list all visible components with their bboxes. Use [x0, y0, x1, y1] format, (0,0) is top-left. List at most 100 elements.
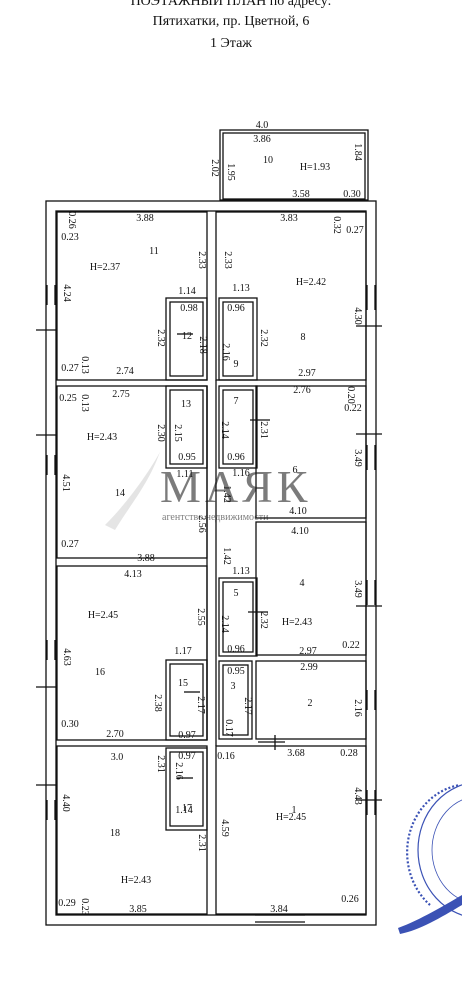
- plan-label: 2.16: [220, 343, 231, 361]
- plan-label: 7: [234, 396, 239, 407]
- plan-label: 4.10: [291, 526, 309, 537]
- plan-label: 2.97: [298, 368, 316, 379]
- plan-label: 2.02: [209, 159, 220, 177]
- plan-label: 2.18: [197, 336, 208, 354]
- plan-label: 0.32: [331, 216, 342, 234]
- floor-label: 1 Этаж: [210, 36, 252, 51]
- plan-label: H=2.42: [296, 277, 326, 288]
- plan-label: H=2.43: [87, 432, 117, 443]
- plan-label: 0.28: [340, 748, 358, 759]
- plan-label: 2: [308, 698, 313, 709]
- plan-label: 3.68: [287, 748, 305, 759]
- plan-label: 2.15: [172, 424, 183, 442]
- plan-label: 13: [181, 399, 191, 410]
- plan-label: 16: [95, 667, 105, 678]
- plan-label: 2.17: [195, 696, 206, 714]
- plan-label: 3.58: [292, 189, 310, 200]
- plan-label: 3.85: [129, 904, 147, 915]
- plan-label: 4.30: [352, 307, 363, 325]
- stamp-text-arc: [406, 783, 461, 906]
- plan-label: 2.16: [352, 699, 363, 717]
- plan-label: 14: [115, 488, 125, 499]
- plan-label: 1.13: [232, 283, 250, 294]
- plan-label: 4.24: [61, 284, 72, 302]
- plan-label: 0.30: [343, 189, 361, 200]
- watermark-swoosh: [105, 452, 160, 530]
- plan-label: 0.22: [342, 640, 360, 651]
- stamp-outer-ring: [417, 784, 462, 916]
- plan-label: 1.42: [221, 485, 232, 503]
- plan-label: 2.31: [155, 755, 166, 773]
- plan-label: 2.31: [196, 834, 207, 852]
- walls: [36, 129, 382, 926]
- plan-label: 2.76: [293, 385, 311, 396]
- plan-label: 2.56: [196, 515, 207, 533]
- plan-label: 1: [292, 805, 297, 816]
- plan-label: 18: [110, 828, 120, 839]
- plan-label: 0.29: [58, 898, 76, 909]
- plan-label: H=2.45: [88, 610, 118, 621]
- plan-label: 0.20: [345, 386, 356, 404]
- plan-label: 2.31: [258, 421, 269, 439]
- stamp: [398, 783, 462, 934]
- plan-label: 3.83: [280, 213, 298, 224]
- plan-label: 3.86: [253, 134, 271, 145]
- plan-label: 1.42: [221, 547, 232, 565]
- plan-label: 2.70: [106, 729, 124, 740]
- watermark-tagline: агентство недвижимости: [162, 512, 269, 523]
- plan-label: 2.38: [152, 694, 163, 712]
- plan-label: 2.99: [300, 662, 318, 673]
- watermark-brand: МАЯК: [160, 461, 311, 512]
- plan-label: 9: [234, 359, 239, 370]
- plan-label: 4.40: [60, 794, 71, 812]
- plan-label: 0.27: [61, 539, 79, 550]
- plan-label: 0.95: [178, 452, 196, 463]
- plan-label: 0.97: [178, 730, 196, 741]
- plan-label: 1.16: [232, 468, 250, 479]
- plan-label: 2.32: [155, 329, 166, 347]
- plan-label: 4.59: [219, 819, 230, 837]
- plan-label: 0.96: [227, 452, 245, 463]
- plan-label: 1.14: [178, 286, 196, 297]
- plan-label: 0.30: [61, 719, 79, 730]
- plan-label: 0.97: [178, 751, 196, 762]
- plan-label: 15: [178, 678, 188, 689]
- plan-label: 2.17: [242, 697, 253, 715]
- plan-label: 2.55: [195, 608, 206, 626]
- plan-label: 2.33: [196, 251, 207, 269]
- plan-label: 1.84: [352, 143, 363, 161]
- plan-label: 3.49: [352, 449, 363, 467]
- plan-label: 2.14: [219, 421, 230, 439]
- plan-label: 1.17: [174, 646, 192, 657]
- plan-label: 3: [231, 681, 236, 692]
- plan-label: 2.33: [222, 251, 233, 269]
- plan-label: 0.98: [180, 303, 198, 314]
- plan-label: 4.0: [256, 120, 269, 131]
- plan-label: 5: [234, 588, 239, 599]
- plan-label: 0.16: [217, 751, 235, 762]
- plan-label: 0.26: [66, 211, 77, 229]
- plan-label: 0.13: [79, 356, 90, 374]
- stamp-inner-ring: [431, 799, 462, 901]
- plan-label: 3.49: [352, 580, 363, 598]
- plan-label: 1.11: [176, 469, 193, 480]
- plan-label: H=2.43: [121, 875, 151, 886]
- plan-label: 2.14: [219, 615, 230, 633]
- plan-label: 4.63: [61, 648, 72, 666]
- plan-label: 0.27: [61, 363, 79, 374]
- plan-label: 0.25: [59, 393, 77, 404]
- plan-label: 4.51: [60, 474, 71, 492]
- plan-label: 2.75: [112, 389, 130, 400]
- plan-label: 0.95: [227, 666, 245, 677]
- plan-label: 11: [149, 246, 159, 257]
- plan-label: 2.32: [258, 611, 269, 629]
- plan-label: 0.26: [341, 894, 359, 905]
- plan-label: 1.13: [232, 566, 250, 577]
- plan-label: H=2.45: [276, 812, 306, 823]
- watermark: МАЯК агентство недвижимости: [105, 452, 311, 530]
- plan-label: 3.84: [270, 904, 288, 915]
- plan-label: 2.97: [299, 646, 317, 657]
- plan-label: 0.23: [61, 232, 79, 243]
